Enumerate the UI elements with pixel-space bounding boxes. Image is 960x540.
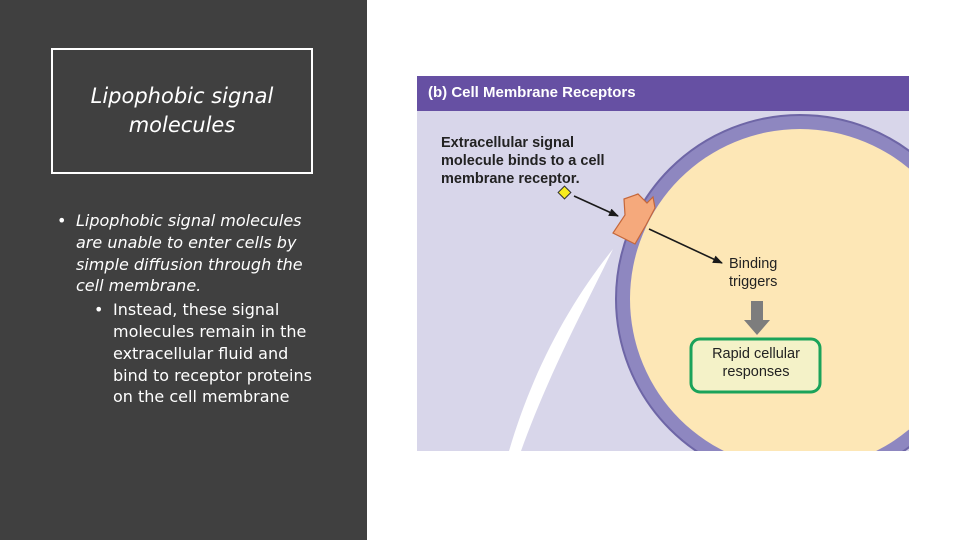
figure-header: (b) Cell Membrane Receptors: [417, 76, 909, 111]
bullet-item-2: • Instead, these signal molecules remain…: [54, 299, 324, 408]
bullet-marker: •: [94, 300, 104, 320]
response-box: [689, 337, 822, 394]
extracellular-signal-label: Extracellular signal molecule binds to a…: [441, 135, 605, 187]
binding-arrow: [573, 195, 619, 217]
extracellular-streak: [509, 249, 613, 451]
down-arrow: [744, 301, 770, 335]
slide-title: Lipophobic signal molecules: [90, 84, 274, 137]
bullet-item-1: • Lipophobic signal molecules are unable…: [54, 210, 324, 297]
left-panel: Lipophobic signal molecules • Lipophobic…: [0, 0, 367, 540]
rapid-responses-label: Rapid cellular responses: [712, 346, 800, 380]
binding-triggers-label: Binding triggers: [729, 256, 778, 290]
figure-title: (b) Cell Membrane Receptors: [428, 84, 636, 101]
bullet-marker: •: [57, 211, 67, 230]
bullet-text-1: Lipophobic signal molecules are unable t…: [76, 211, 303, 296]
title-box: Lipophobic signal molecules: [51, 48, 313, 174]
signal-molecule: [557, 185, 572, 200]
cell-membrane-receptor-figure: (b) Cell Membrane Receptors Extracellula…: [417, 76, 909, 451]
bullet-text-2: Instead, these signal molecules remain i…: [113, 300, 312, 407]
trigger-arrow: [648, 228, 723, 264]
bullet-list: • Lipophobic signal molecules are unable…: [54, 210, 324, 408]
receptor-protein: [612, 193, 656, 245]
cell-diagram: [509, 114, 909, 451]
